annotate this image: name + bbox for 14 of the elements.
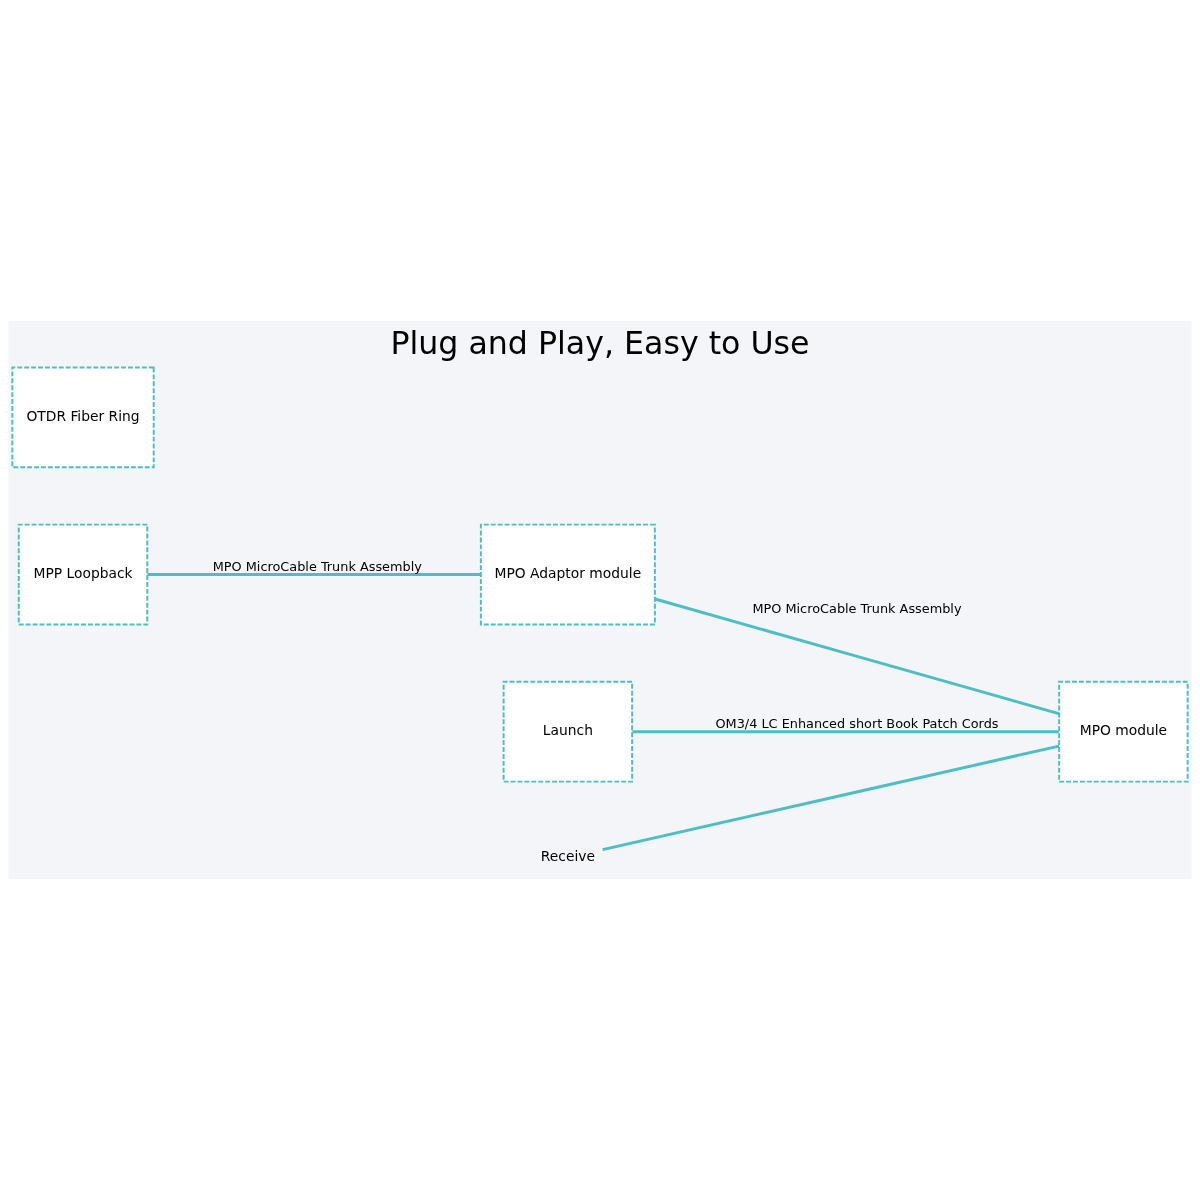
node-text: Receive <box>540 847 595 864</box>
node-box: MPO module <box>1058 680 1189 783</box>
node-box: MPO Adaptor module <box>479 523 656 626</box>
connector <box>147 573 481 577</box>
connector <box>654 597 1060 716</box>
diagram-title: Plug and Play, Easy to Use <box>390 325 810 362</box>
node-box: Launch <box>502 680 634 783</box>
node-box: MPP Loopback <box>17 523 149 626</box>
connector <box>632 730 1059 734</box>
edge-label: MPO MicroCable Trunk Assembly <box>212 558 422 574</box>
node-box: OTDR Fiber Ring <box>11 366 155 469</box>
edge-label: OM3/4 LC Enhanced short Book Patch Cords <box>715 716 999 732</box>
connector <box>602 744 1060 852</box>
edge-label: MPO MicroCable Trunk Assembly <box>752 601 962 617</box>
